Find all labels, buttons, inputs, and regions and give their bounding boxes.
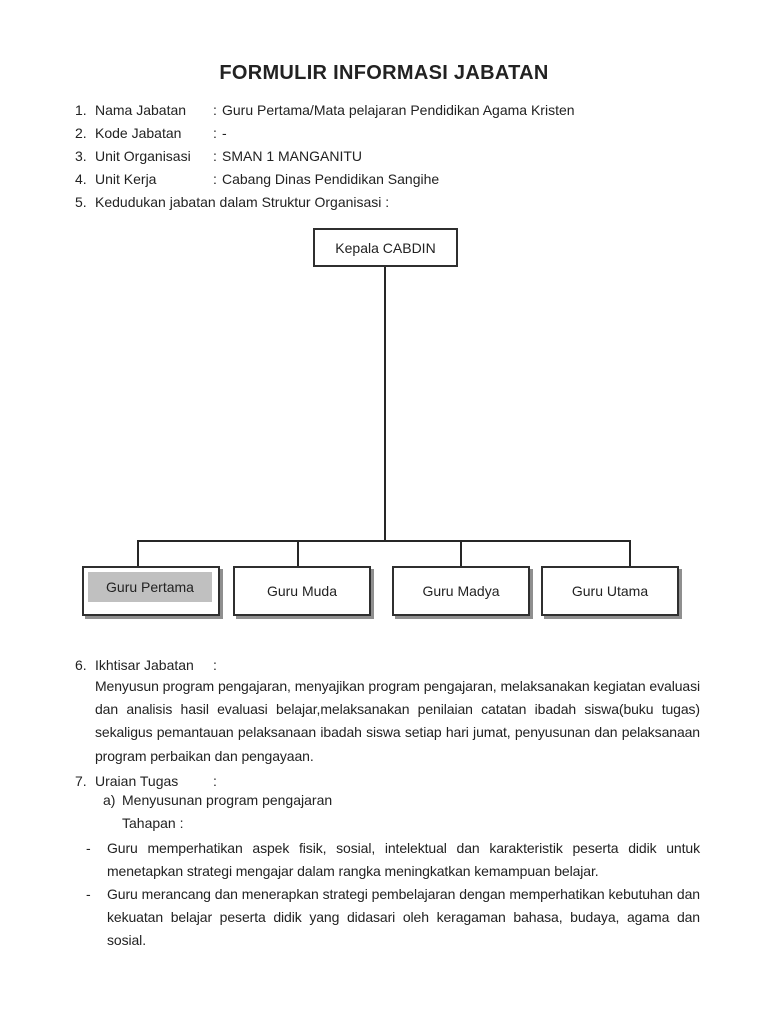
bullet-dash-marker: - (86, 840, 91, 856)
form-item-kedudukan-jabatan: 5. Kedudukan jabatan dalam Struktur Orga… (0, 191, 768, 214)
org-box-label: Guru Madya (422, 583, 500, 599)
org-box-label: Guru Pertama (106, 579, 194, 595)
item-number: 2. (75, 125, 87, 141)
item-label: Ikhtisar Jabatan (95, 657, 194, 673)
form-item-unit-kerja: 4. Unit Kerja : Cabang Dinas Pendidikan … (0, 168, 768, 191)
item-colon: : (213, 125, 217, 141)
org-box-kepala-cabdin: Kepala CABDIN (313, 228, 458, 267)
form-item-unit-organisasi: 3. Unit Organisasi : SMAN 1 MANGANITU (0, 145, 768, 168)
item-number: 4. (75, 171, 87, 187)
page-title: FORMULIR INFORMASI JABATAN (219, 62, 549, 84)
org-box-guru-muda: Guru Muda (233, 566, 371, 616)
ikhtisar-paragraph: Menyusun program pengajaran, menyajikan … (95, 678, 700, 764)
org-box-guru-madya: Guru Madya (392, 566, 530, 616)
item-label: Nama Jabatan (95, 102, 187, 118)
connector-stub-guru-muda (297, 540, 299, 566)
item-colon: : (213, 148, 217, 164)
sub-item-a-text: Menyusunan program pengajaran (122, 792, 333, 808)
item-colon: : (213, 773, 217, 789)
connector-stub-guru-madya (460, 540, 462, 566)
connector-stub-guru-utama (629, 540, 631, 566)
bullet-text-1: Guru memperhatikan aspek fisik, sosial, … (107, 840, 700, 880)
item-number: 7. (75, 773, 87, 789)
item-label: Kode Jabatan (95, 125, 182, 141)
org-box-label: Kepala CABDIN (335, 239, 436, 256)
org-box-label: Guru Utama (571, 583, 649, 599)
item-colon: : (213, 657, 217, 673)
item-value: Cabang Dinas Pendidikan Sangihe (222, 171, 440, 187)
org-box-guru-utama: Guru Utama (541, 566, 679, 616)
org-box-highlight: Guru Pertama (88, 572, 212, 602)
item-colon: : (213, 171, 217, 187)
item-label: Unit Kerja (95, 171, 157, 187)
org-box-guru-pertama: Guru Pertama (82, 566, 220, 616)
item-number: 1. (75, 102, 87, 118)
item-number: 5. (75, 194, 87, 210)
item-label: Kedudukan jabatan dalam Struktur Organis… (95, 194, 390, 210)
item-value: - (222, 125, 227, 141)
connector-stub-guru-pertama (137, 540, 139, 566)
item-label: Uraian Tugas (95, 773, 179, 789)
sub-item-a-marker: a) (103, 792, 116, 808)
bullet-text-2: Guru merancang dan menerapkan strategi p… (107, 886, 700, 949)
connector-horizontal (137, 540, 631, 542)
tahapan-label: Tahapan : (122, 815, 184, 831)
item-value: SMAN 1 MANGANITU (222, 148, 363, 164)
form-item-kode-jabatan: 2. Kode Jabatan : - (0, 122, 768, 145)
item-number: 6. (75, 657, 87, 673)
form-item-nama-jabatan: 1. Nama Jabatan : Guru Pertama/Mata pela… (0, 99, 768, 122)
item-value: Guru Pertama/Mata pelajaran Pendidikan A… (222, 102, 575, 118)
bullet-dash-marker: - (86, 886, 91, 902)
item-colon: : (213, 102, 217, 118)
form-item-uraian-tugas: 7. Uraian Tugas : (0, 770, 768, 793)
item-number: 3. (75, 148, 87, 164)
form-item-ikhtisar-jabatan: 6. Ikhtisar Jabatan : (0, 654, 768, 677)
connector-vertical-main (384, 266, 386, 541)
org-box-label: Guru Muda (266, 583, 338, 599)
item-label: Unit Organisasi (95, 148, 191, 164)
